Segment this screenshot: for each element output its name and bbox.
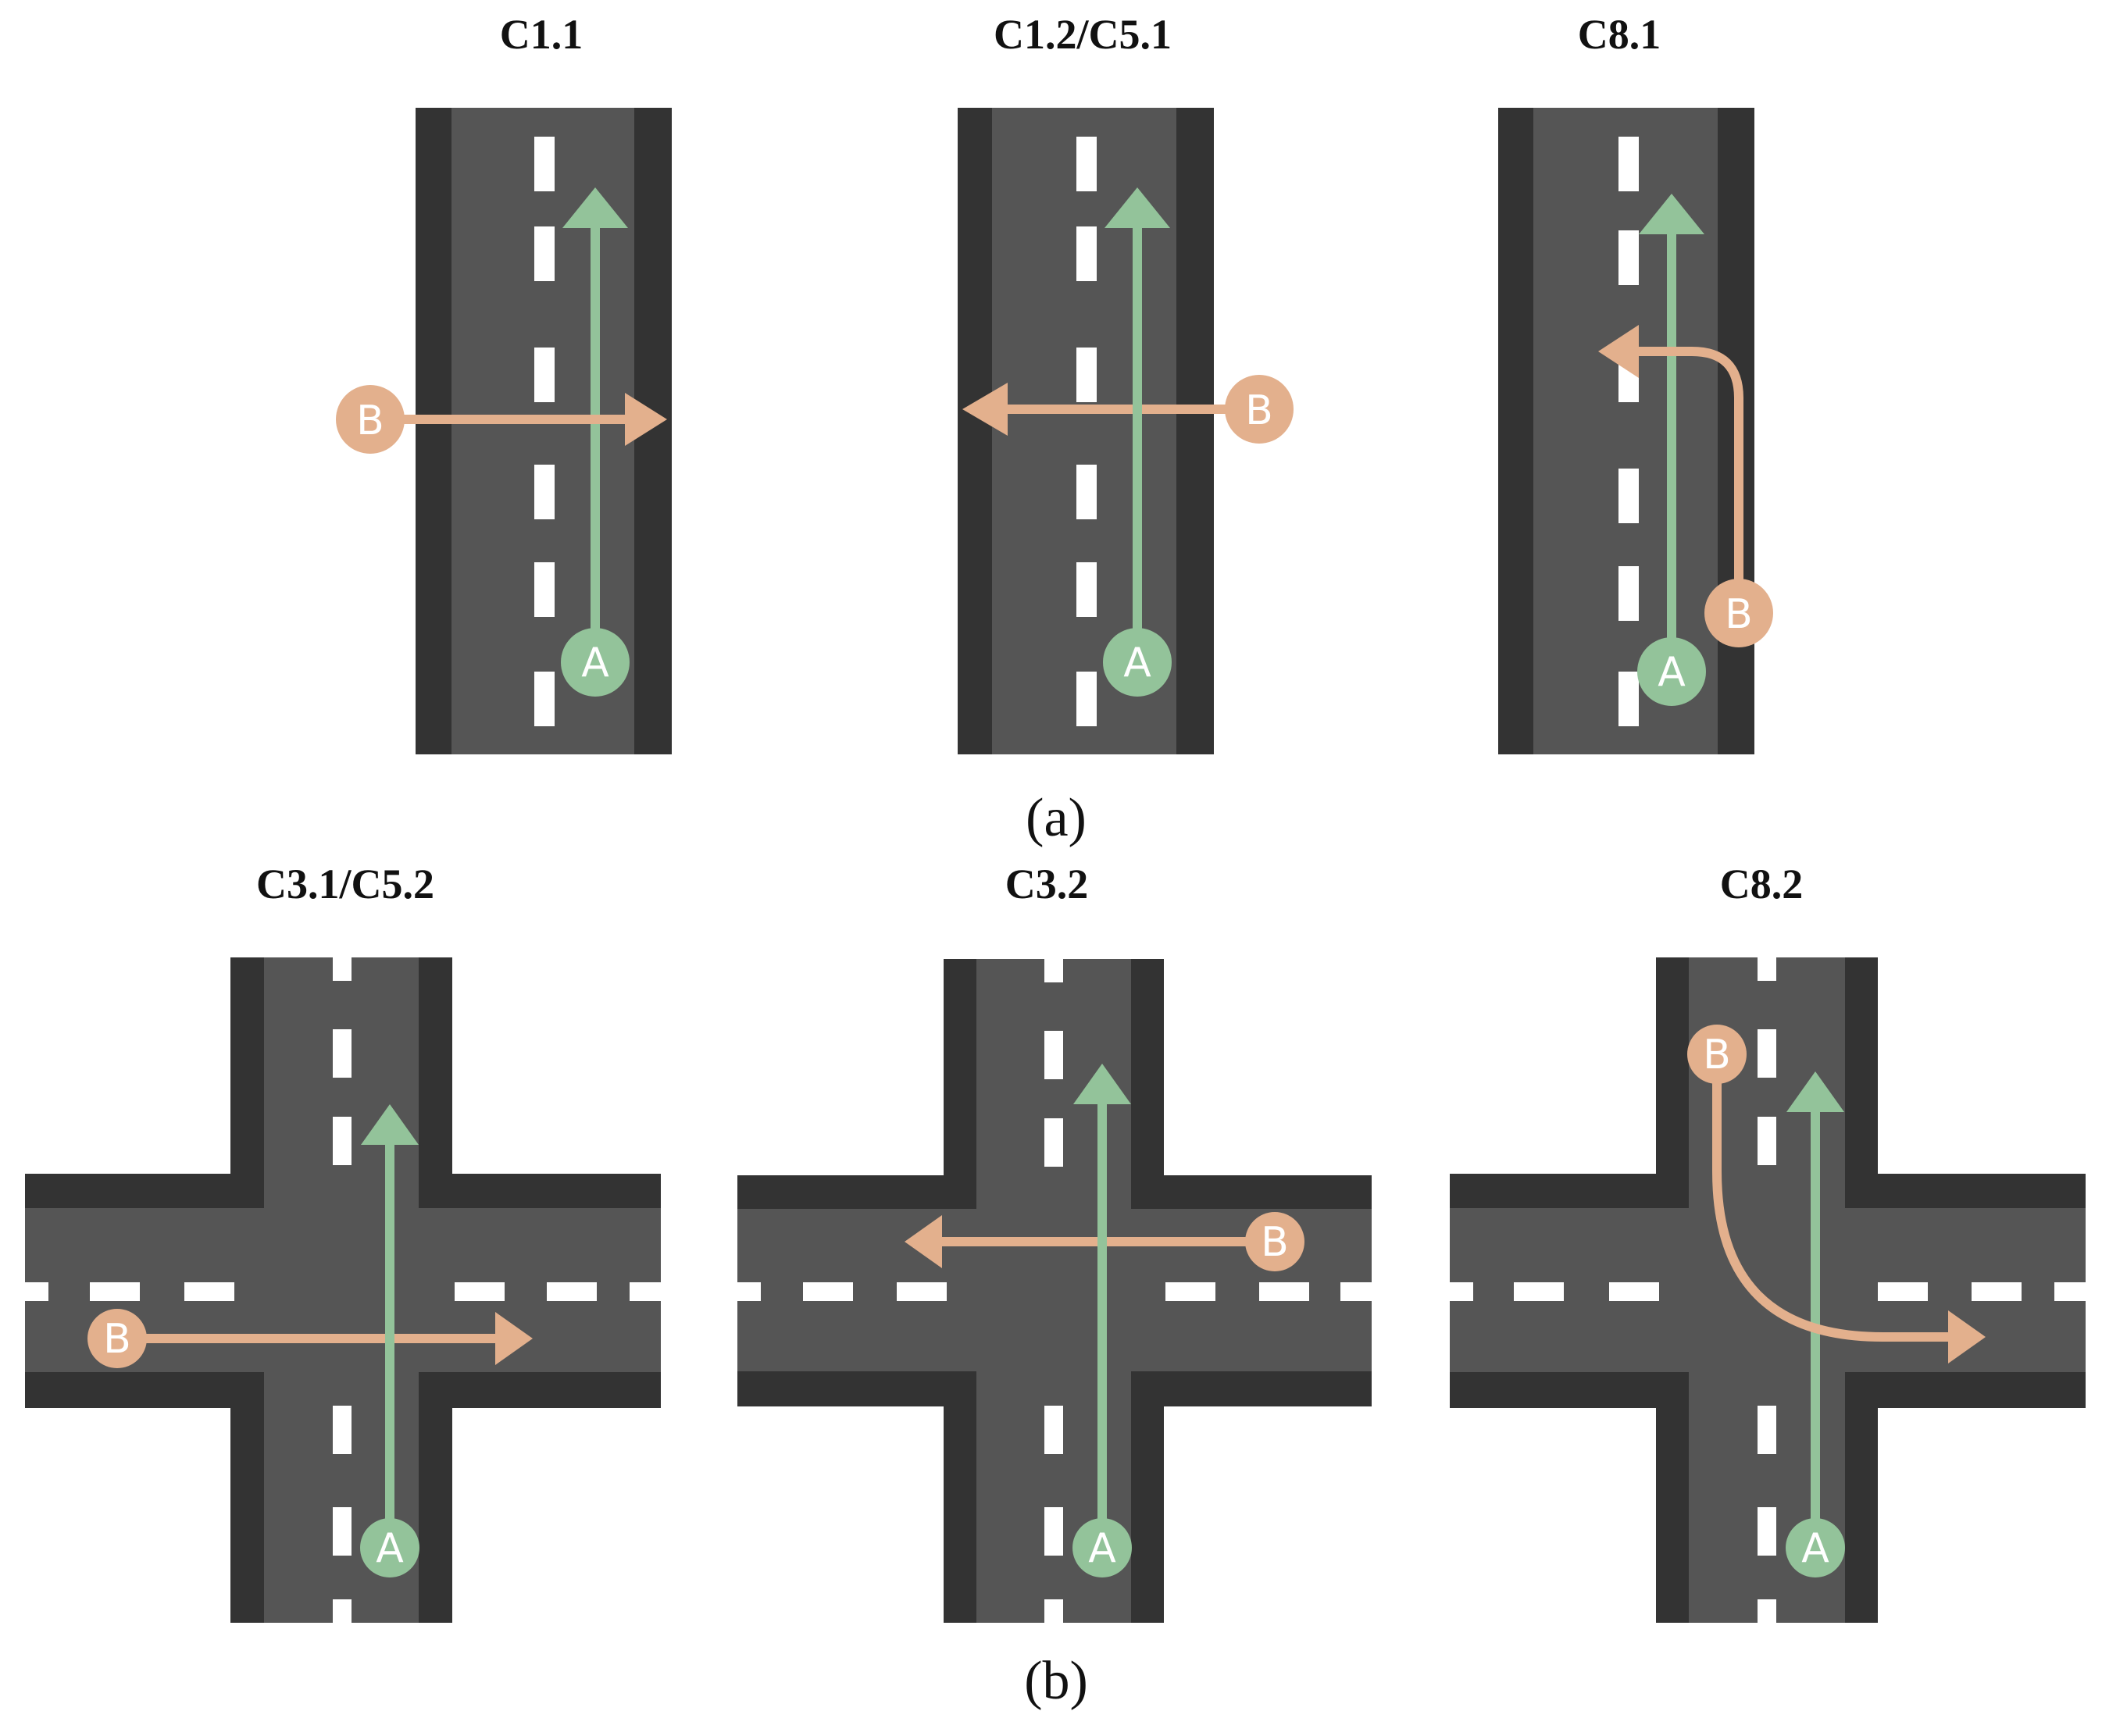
vehicle-b-marker <box>1704 579 1773 647</box>
vehicle-a-label: A <box>1801 1525 1829 1572</box>
arrow-head-icon <box>905 1215 942 1268</box>
arrow-head-icon <box>495 1312 533 1365</box>
vehicle-a-label: A <box>1658 649 1686 696</box>
scenario-title: C8.1 <box>1578 11 1661 58</box>
arrow-head-icon <box>1639 194 1704 234</box>
arrow-head-icon <box>361 1104 419 1145</box>
arrow-head-icon <box>962 383 1008 436</box>
scenario-c1-1: C1.1 A B <box>336 11 672 754</box>
vehicle-b-marker <box>1687 1025 1747 1084</box>
vehicle-b-marker <box>336 385 405 454</box>
vehicle-b-path: B <box>336 385 667 454</box>
lane-divider <box>534 137 555 726</box>
vehicle-a-label: A <box>376 1525 404 1572</box>
straight-road <box>1498 108 1754 754</box>
scenario-title: C3.2 <box>1005 861 1089 907</box>
lane-divider-vertical <box>1758 957 1776 1623</box>
scenario-title: C8.2 <box>1720 861 1804 907</box>
scenario-title: C1.1 <box>500 11 583 58</box>
lane-divider-horizontal <box>25 1282 661 1301</box>
arrow-head-icon <box>1073 1064 1131 1104</box>
vehicle-a-path: A <box>1103 187 1172 697</box>
intersection <box>737 959 1372 1623</box>
arrow-head-icon <box>1786 1071 1844 1112</box>
vehicle-a-label: A <box>1123 640 1151 686</box>
arrow-head-icon <box>1598 325 1639 378</box>
vehicle-b-label: B <box>1725 591 1753 638</box>
arrow-head-icon <box>625 393 667 446</box>
lane-divider-horizontal <box>1450 1282 2086 1301</box>
vehicle-b-path: B <box>87 1309 533 1368</box>
vehicle-b-path: B <box>1687 1025 1986 1363</box>
vehicle-b-label: B <box>1703 1032 1731 1078</box>
vehicle-a-marker <box>1637 637 1706 706</box>
vehicle-a-path: A <box>1786 1071 1845 1577</box>
lane-divider-vertical <box>333 957 352 1623</box>
vehicle-a-marker <box>1103 628 1172 697</box>
scenario-title: C1.2/C5.1 <box>994 11 1172 58</box>
scenario-c8-1: C8.1 A B <box>1498 11 1773 754</box>
vehicle-a-path: A <box>360 1104 419 1577</box>
vehicle-a-path: A <box>1637 194 1706 706</box>
straight-road <box>958 108 1214 754</box>
vehicle-b-marker <box>1245 1212 1304 1271</box>
caption-b: (b) <box>1024 1651 1088 1711</box>
lane-divider-vertical <box>1044 959 1063 1623</box>
caption-a: (a) <box>1026 788 1087 848</box>
vehicle-b-path: B <box>962 375 1294 444</box>
vehicle-a-marker <box>360 1518 419 1577</box>
vehicle-b-label: B <box>1245 387 1273 434</box>
vehicle-b-marker <box>1225 375 1294 444</box>
vehicle-b-marker <box>87 1309 147 1368</box>
intersection <box>25 957 661 1623</box>
vehicle-b-path: B <box>1598 325 1773 647</box>
lane-divider-horizontal <box>737 1282 1372 1301</box>
scenario-c3-2: C3.2 <box>737 861 1372 1623</box>
arrow-head-icon <box>1105 187 1170 228</box>
vehicle-a-marker <box>1786 1518 1845 1577</box>
vehicle-b-label: B <box>103 1316 131 1363</box>
vehicle-a-path: A <box>561 187 630 697</box>
intersection <box>1450 957 2086 1623</box>
scenario-c8-2: C8.2 <box>1450 861 2086 1623</box>
arrow-head-icon <box>1948 1310 1986 1363</box>
vehicle-a-label: A <box>1088 1525 1116 1572</box>
vehicle-b-label: B <box>356 397 384 444</box>
arrow-head-icon <box>562 187 628 228</box>
scenario-title: C3.1/C5.2 <box>256 861 434 907</box>
vehicle-a-marker <box>561 628 630 697</box>
vehicle-a-path: A <box>1072 1064 1132 1577</box>
lane-divider <box>1076 137 1097 726</box>
vehicle-b-label: B <box>1261 1219 1289 1266</box>
vehicle-a-label: A <box>581 640 609 686</box>
vehicle-a-marker <box>1072 1518 1132 1577</box>
scenario-c1-2: C1.2/C5.1 B A <box>958 11 1294 754</box>
scenario-c3-1: C3.1/C5.2 <box>25 861 661 1623</box>
